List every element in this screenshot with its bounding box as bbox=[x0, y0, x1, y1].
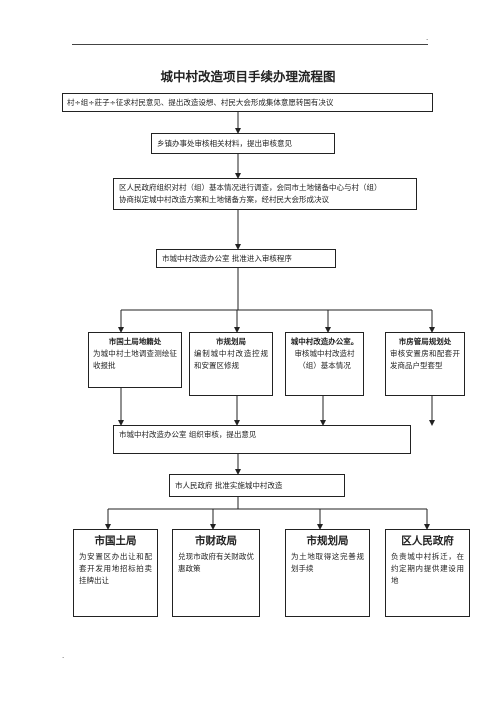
review-box-renovation-office-title: 城中村改造办公室。 bbox=[290, 337, 359, 346]
step-township-review: 乡镇办事处审核相关材料，提出审核意见 bbox=[151, 133, 335, 154]
step-township-review-text: 乡镇办事处审核相关材料，提出审核意见 bbox=[157, 139, 292, 148]
final-box-planning-bureau-title: 市规划局 bbox=[306, 535, 349, 547]
review-box-land-cadastre-title: 市国土局地籍处 bbox=[108, 337, 162, 346]
final-box-finance-bureau: 市财政局 兑现市政府有关财政优惠政策 bbox=[172, 529, 260, 617]
step-government-approval-text: 市人民政府 批准实施城中村改造 bbox=[175, 481, 283, 490]
step-office-approval: 市城中村改造办公室 批准进入审核程序 bbox=[156, 249, 336, 268]
review-box-planning: 市规划局 编制城中村改造控规和安置区修规 bbox=[189, 332, 273, 396]
step-village-resolution: 村÷组÷莊子÷征求村民意见、提出改造设想、村民大会形成集体意愿转国有决议 bbox=[62, 93, 433, 112]
step-district-survey-line2: 协商拟定城中村改造方案和土地储备方案，经村民大会形成决议 bbox=[119, 195, 329, 204]
review-box-planning-title: 市规划局 bbox=[216, 337, 246, 346]
final-box-district-government: 区人民政府 负责城中村拆迁，在约定期内提供建设用地 bbox=[385, 529, 470, 617]
final-box-district-government-title: 区人民政府 bbox=[401, 535, 454, 547]
header-rule bbox=[72, 44, 428, 45]
review-box-renovation-office: 城中村改造办公室。 审核城中村改造村（组）基本情况 bbox=[285, 332, 364, 396]
page-title: 城中村改造项目手续办理流程图 bbox=[160, 69, 336, 84]
review-box-land-cadastre-body: 为城中村土地调查测绘征收报批 bbox=[93, 349, 177, 370]
final-box-planning-bureau-body: 为土地取得这完善规划手续 bbox=[291, 552, 364, 573]
review-box-renovation-office-body: 审核城中村改造村（组）基本情况 bbox=[294, 349, 355, 370]
header-dot: . bbox=[426, 34, 429, 42]
review-box-housing: 市房管局规划处 审核安置房和配套开发商品户型套型 bbox=[385, 332, 465, 396]
step-district-survey-line1: 区人民政府组织对村（组）基本情况进行调查，会同市土地储备中心与村（组） bbox=[119, 183, 382, 192]
final-box-planning-bureau: 市规划局 为土地取得这完善规划手续 bbox=[285, 529, 370, 617]
final-box-land-bureau-body: 为安置区办出让和配套开发用地招标拍卖挂牌出让 bbox=[79, 552, 152, 585]
review-box-housing-body: 审核安置房和配套开发商品户型套型 bbox=[390, 349, 460, 370]
final-box-finance-bureau-body: 兑现市政府有关财政优惠政策 bbox=[178, 552, 254, 573]
review-box-planning-body: 编制城中村改造控规和安置区修规 bbox=[194, 349, 268, 370]
step-office-audit-text: 市城中村改造办公室 组织审核，提出意见 bbox=[119, 430, 257, 439]
step-government-approval: 市人民政府 批准实施城中村改造 bbox=[169, 474, 345, 497]
final-box-finance-bureau-title: 市财政局 bbox=[195, 535, 237, 547]
review-box-housing-title: 市房管局规划处 bbox=[398, 337, 452, 346]
review-box-land-cadastre: 市国土局地籍处 为城中村土地调查测绘征收报批 bbox=[88, 332, 182, 388]
step-district-survey: 区人民政府组织对村（组）基本情况进行调查，会同市土地储备中心与村（组） 协商拟定… bbox=[113, 178, 417, 210]
final-box-district-government-body: 负责城中村拆迁，在约定期内提供建设用地 bbox=[391, 552, 464, 585]
step-office-audit: 市城中村改造办公室 组织审核，提出意见 bbox=[113, 425, 411, 454]
step-village-resolution-text: 村÷组÷莊子÷征求村民意见、提出改造设想、村民大会形成集体意愿转国有决议 bbox=[67, 98, 334, 107]
final-box-land-bureau: 市国土局 为安置区办出让和配套开发用地招标拍卖挂牌出让 bbox=[73, 529, 158, 617]
footer-dot: . bbox=[62, 652, 65, 660]
step-office-approval-text: 市城中村改造办公室 批准进入审核程序 bbox=[162, 254, 292, 263]
final-box-land-bureau-title: 市国土局 bbox=[94, 535, 137, 547]
